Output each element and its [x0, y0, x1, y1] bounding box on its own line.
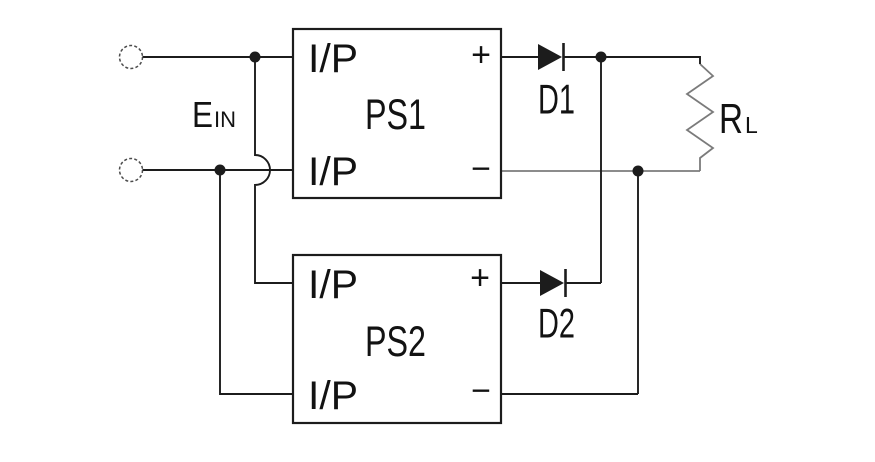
d2-diode-icon	[540, 270, 564, 296]
ps2-block: I/P I/P PS2 + −	[291, 253, 503, 425]
label-ps2-input-bottom: I/P	[308, 374, 358, 418]
label-d2: D2	[538, 300, 575, 347]
diode-d1: D1	[538, 43, 575, 123]
label-ps2-plus: +	[470, 259, 490, 297]
label-rl-subscript: L	[745, 112, 758, 138]
resistor-zigzag	[685, 63, 715, 171]
label-ps1-input-bottom: I/P	[308, 150, 358, 194]
d1-diode-icon	[538, 44, 562, 70]
label-ps1-minus: −	[471, 150, 491, 188]
input-terminal-bottom-icon	[118, 157, 144, 183]
junction-dot-plus-bus	[595, 51, 607, 63]
label-ps1-name: PS1	[365, 91, 426, 139]
diode-d2: D2	[538, 269, 575, 347]
label-ps1-plus: +	[471, 36, 491, 74]
wire-branch-top-with-hop	[254, 57, 293, 284]
label-ps2-name: PS2	[365, 318, 426, 366]
label-ein: E	[192, 94, 213, 135]
wire-d1-to-load	[564, 56, 701, 64]
ps2-box	[291, 253, 503, 425]
ps1-block: I/P I/P PS1 + −	[291, 27, 503, 200]
junction-dot-input-bottom	[214, 164, 226, 176]
input-section: E IN	[118, 44, 293, 395]
wire-branch-bottom	[219, 170, 293, 395]
label-ein-subscript: IN	[214, 107, 236, 132]
junction-dot-minus-bus	[632, 165, 644, 177]
label-ps2-minus: −	[471, 372, 491, 410]
label-ps2-input-top: I/P	[308, 263, 358, 307]
label-rl: R	[719, 95, 743, 142]
load-resistor	[685, 63, 715, 171]
label-ps1-input-top: I/P	[308, 37, 358, 81]
junction-dot-input-top	[249, 51, 261, 63]
output-section: R L	[501, 51, 758, 395]
label-d1: D1	[538, 76, 575, 123]
input-terminal-top-icon	[118, 44, 144, 70]
ps1-box	[291, 27, 503, 200]
